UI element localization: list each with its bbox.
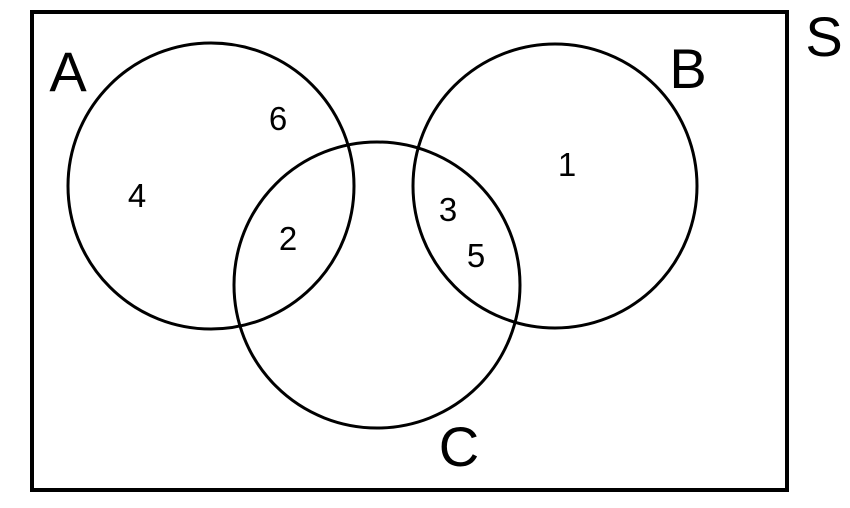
set-label-b: B	[669, 37, 706, 100]
region-value-a-only: 4	[128, 177, 146, 214]
region-value-a-only-upper: 6	[269, 100, 287, 137]
region-value-b-and-c-lower: 5	[467, 237, 485, 274]
region-value-a-and-c: 2	[279, 220, 297, 257]
region-value-b-and-c-upper: 3	[439, 191, 457, 228]
set-label-c: C	[439, 415, 479, 478]
set-circle-b	[411, 42, 699, 330]
set-label-a: A	[49, 40, 87, 103]
universe-label: S	[805, 5, 842, 68]
universe-boundary	[30, 10, 789, 492]
set-circle-c	[232, 140, 522, 430]
set-circle-a	[66, 41, 356, 331]
region-value-b-only: 1	[558, 146, 576, 183]
